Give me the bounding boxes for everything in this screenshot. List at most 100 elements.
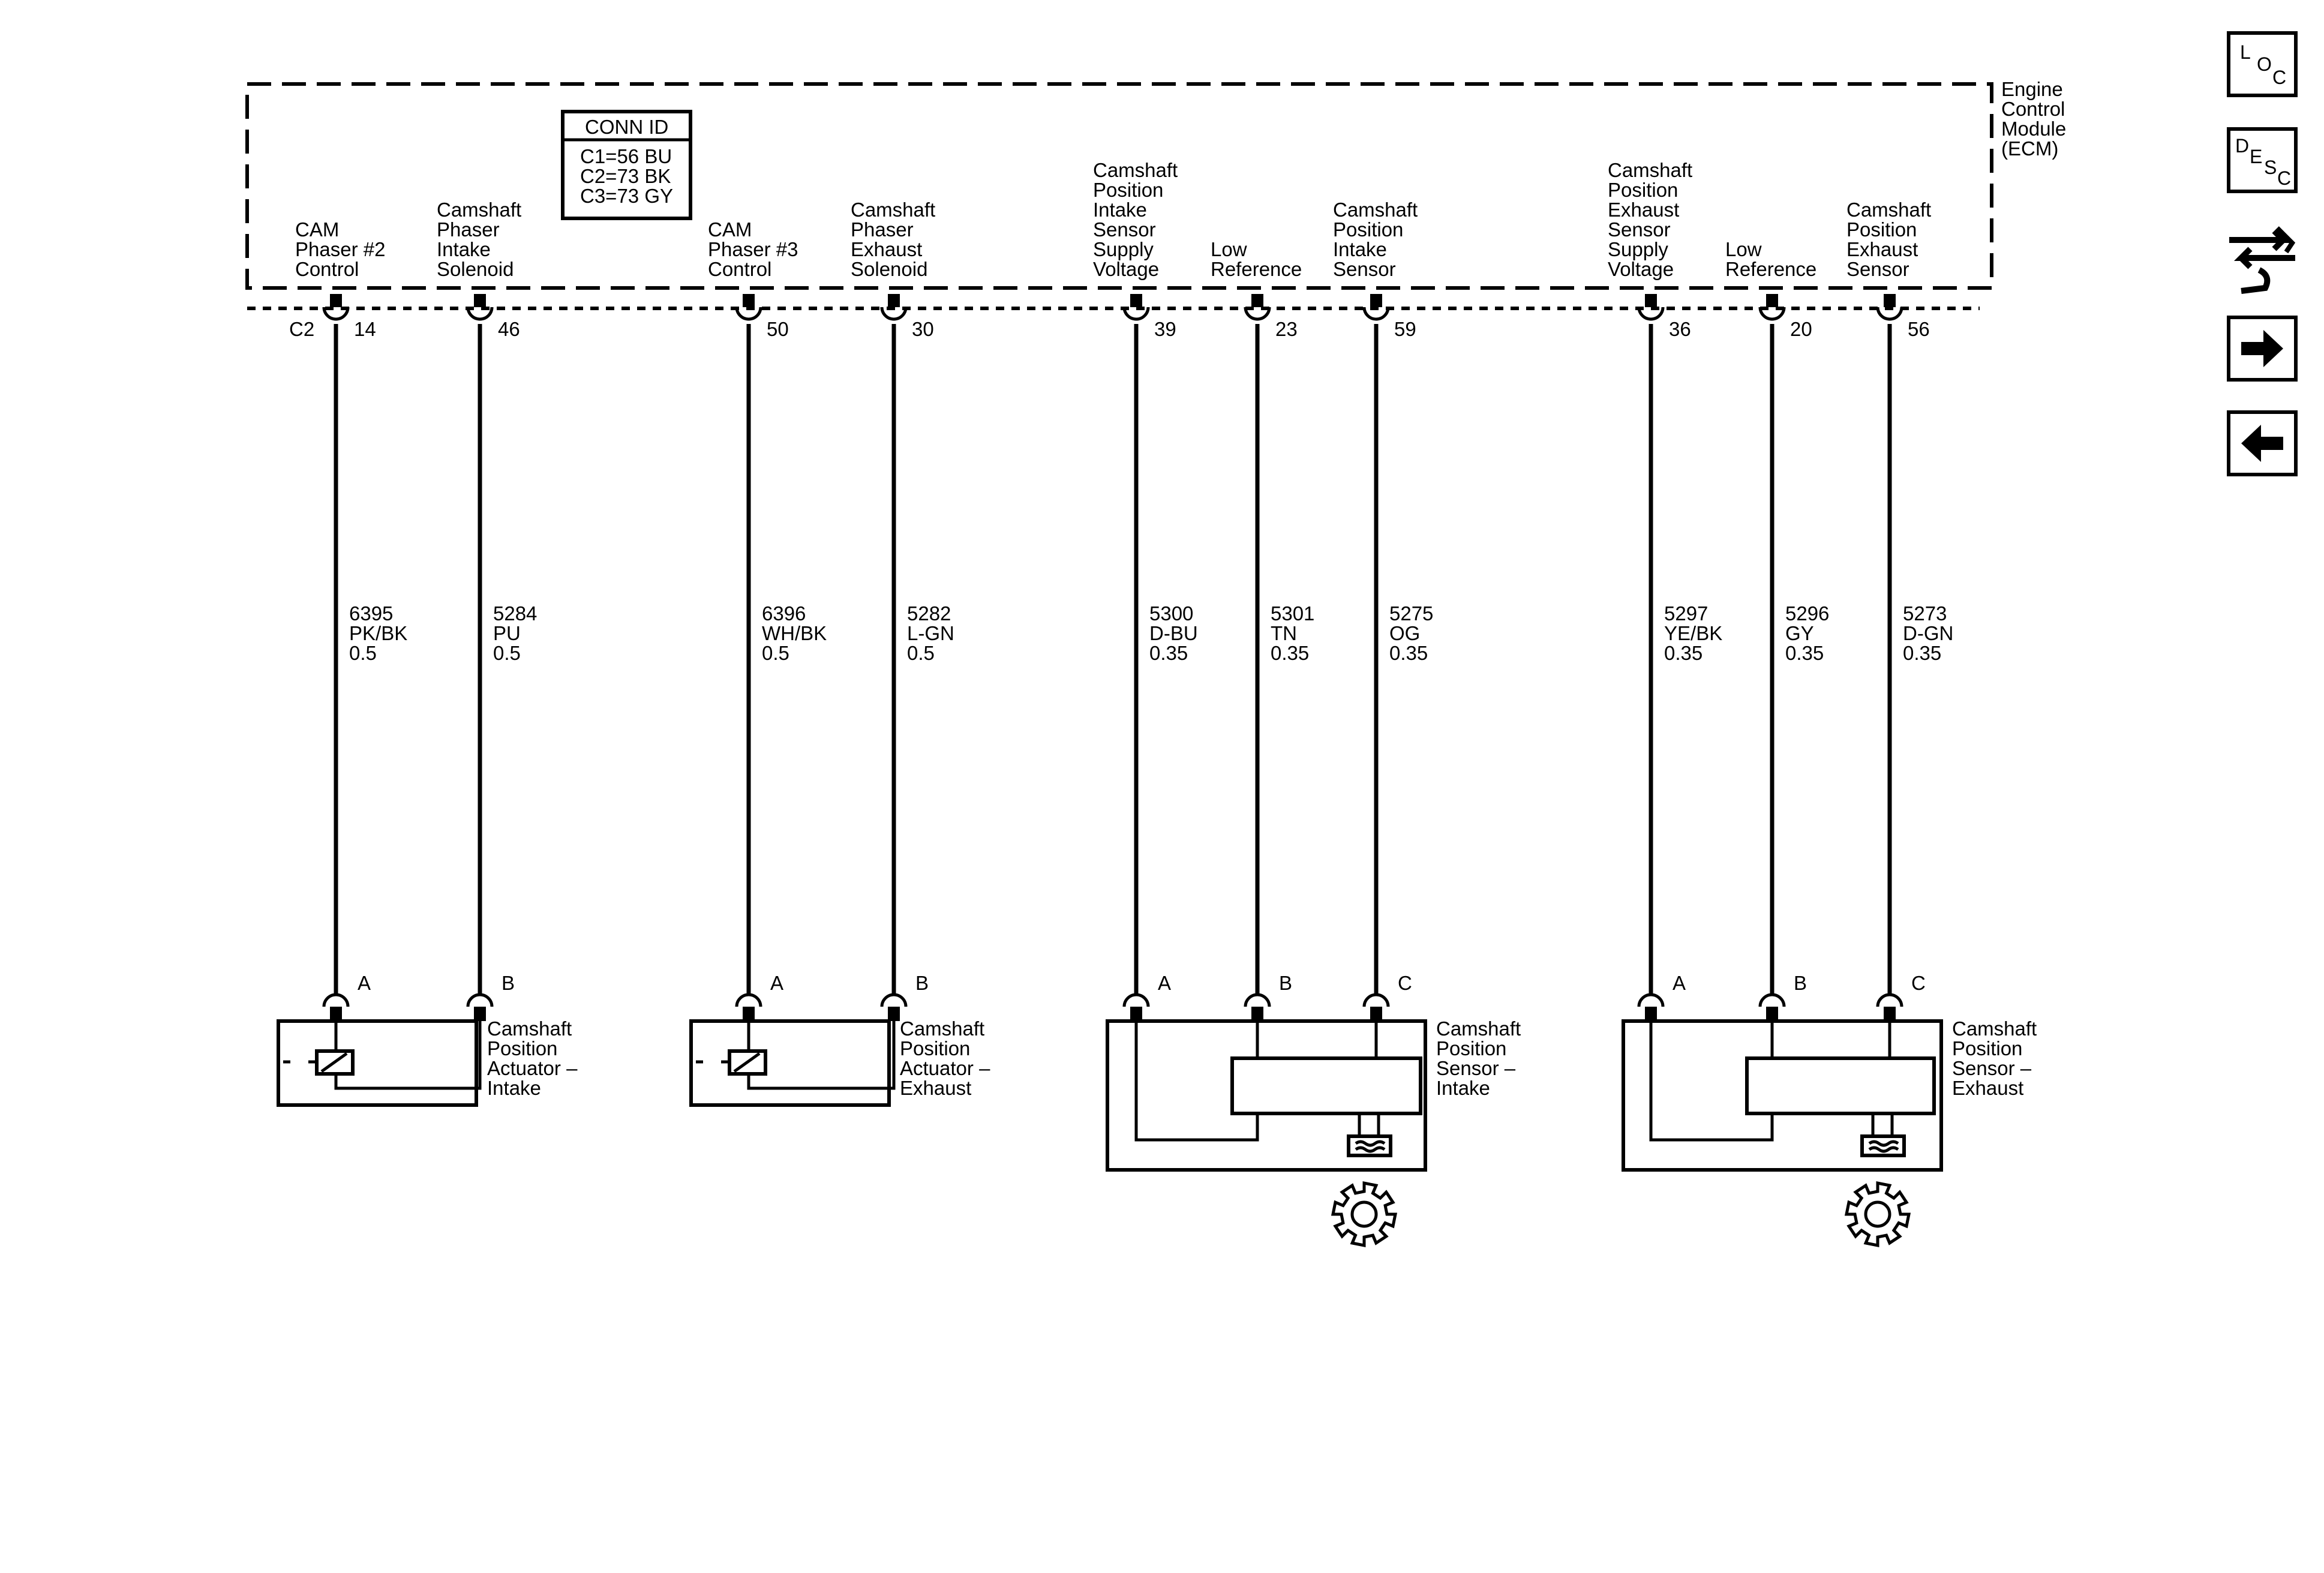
circuit-function-label: CAM <box>295 218 339 241</box>
circuit-function-label: Low <box>1725 238 1762 260</box>
component-pin-letter: A <box>770 972 783 994</box>
circuit-function-label: Intake <box>1093 199 1147 221</box>
component-pin-arc <box>466 993 494 1007</box>
wire-spec: 0.35 <box>1271 642 1309 664</box>
svg-text:Engine: Engine <box>2001 78 2063 100</box>
circuit-function-label: Supply <box>1093 238 1154 260</box>
ecm-pin-terminal <box>1645 294 1657 307</box>
desc-button[interactable]: D E S C <box>2227 127 2298 193</box>
arrow-right-button[interactable] <box>2227 316 2298 382</box>
circuit-function-label: Position <box>1093 179 1163 201</box>
wire-spec: 0.35 <box>1664 642 1703 664</box>
circuit-function-label: Camshaft <box>1608 159 1692 181</box>
wire-spec: PK/BK <box>349 622 407 644</box>
circuit-function-label: Solenoid <box>851 258 927 280</box>
component-label: Camshaft <box>1436 1017 1521 1040</box>
component-pin-letter: C <box>1911 972 1926 994</box>
ecm-pin-terminal <box>1130 294 1142 307</box>
wire-spec: YE/BK <box>1664 622 1722 644</box>
component-label: Sensor – <box>1436 1057 1516 1079</box>
component-pin-terminal <box>1251 1007 1263 1021</box>
component-pin-arc <box>1876 993 1903 1007</box>
sensor-element <box>1745 1056 1936 1115</box>
component-pin-letter: B <box>502 972 515 994</box>
circuit-function-label: Voltage <box>1093 258 1159 280</box>
component-pin-arc <box>1244 993 1271 1007</box>
ecm-pin-number: 14 <box>354 318 376 340</box>
circuit-function-label: CAM <box>708 218 752 241</box>
ecm-outline <box>245 82 1993 290</box>
circuit-function-label: Low <box>1211 238 1247 260</box>
circuit-function-label: Sensor <box>1333 258 1396 280</box>
component-pin-arc <box>1362 993 1390 1007</box>
reluctor-gear-icon <box>1844 1181 1911 1248</box>
ecm-pin-arc <box>880 307 908 321</box>
ecm-pin-terminal <box>888 294 900 307</box>
component-pin-terminal <box>1370 1007 1382 1021</box>
ecm-pin-terminal <box>1251 294 1263 307</box>
component-label: Position <box>1436 1037 1506 1059</box>
ecm-pin-arc <box>1637 307 1665 321</box>
svg-text:E: E <box>2250 146 2262 167</box>
wire-spec: TN <box>1271 622 1297 644</box>
svg-text:D: D <box>2235 135 2249 157</box>
component-pin-terminal <box>1766 1007 1778 1021</box>
svg-text:Module: Module <box>2001 118 2066 140</box>
svg-text:(ECM): (ECM) <box>2001 137 2058 160</box>
loc-button[interactable]: L O C <box>2227 31 2298 97</box>
component-label: Sensor – <box>1952 1057 2032 1079</box>
ecm-connector-id: C2 <box>289 318 314 340</box>
circuit-function-label: Camshaft <box>1093 159 1178 181</box>
conn-id-box: CONN ID C1=56 BU C2=73 BK C3=73 GY <box>561 110 692 220</box>
ecm-pin-number: 56 <box>1908 318 1930 340</box>
reluctor-gear-icon <box>1331 1181 1398 1248</box>
component-pin-terminal <box>1645 1007 1657 1021</box>
component-label: Intake <box>487 1077 541 1099</box>
ecm-pin-number: 30 <box>912 318 934 340</box>
ecm-pin-arc <box>322 307 350 321</box>
circuit-function-label: Intake <box>1333 238 1387 260</box>
svg-text:L: L <box>2240 41 2251 63</box>
component-pin-arc <box>735 993 762 1007</box>
component-label: Exhaust <box>900 1077 971 1099</box>
wire-spec: GY <box>1785 622 1814 644</box>
component-pin-terminal <box>743 1007 755 1021</box>
arrow-left-button[interactable] <box>2227 410 2298 476</box>
conn-id-title: CONN ID <box>585 116 668 138</box>
circuit-function-label: Exhaust <box>1608 199 1679 221</box>
ecm-pin-number: 36 <box>1669 318 1691 340</box>
circuit-function-label: Position <box>1333 218 1403 241</box>
component-box <box>1622 1019 1943 1172</box>
ecm-pin-arc <box>735 307 762 321</box>
connector-swap-icon[interactable] <box>2223 216 2301 294</box>
ecm-pin-terminal <box>474 294 486 307</box>
conn-id-row: C3=73 GY <box>580 185 673 207</box>
component-box <box>1106 1019 1427 1172</box>
wire-spec: 0.35 <box>1785 642 1824 664</box>
wire-spec: 0.35 <box>1149 642 1188 664</box>
circuit-function-label: Camshaft <box>1846 199 1931 221</box>
component-label: Position <box>900 1037 970 1059</box>
hall-sensor-icon <box>1860 1134 1906 1157</box>
circuit-function-label: Camshaft <box>437 199 521 221</box>
circuit-function-label: Exhaust <box>1846 238 1918 260</box>
svg-text:C: C <box>2272 67 2286 88</box>
circuit-function-label: Voltage <box>1608 258 1674 280</box>
component-pin-terminal <box>330 1007 342 1021</box>
circuit-56: CamshaftPositionExhaustSensor565273D-GN0… <box>1846 199 1953 1021</box>
wire-spec: 5301 <box>1271 602 1314 625</box>
wire-spec: 0.35 <box>1903 642 1941 664</box>
component-label: Position <box>487 1037 557 1059</box>
circuit-function-label: Phaser #2 <box>295 238 385 260</box>
sensor-element <box>1230 1056 1422 1115</box>
ecm-pin-arc <box>1758 307 1786 321</box>
wire-spec: 0.5 <box>907 642 935 664</box>
component-label: Position <box>1952 1037 2022 1059</box>
ecm-pin-number: 20 <box>1790 318 1812 340</box>
